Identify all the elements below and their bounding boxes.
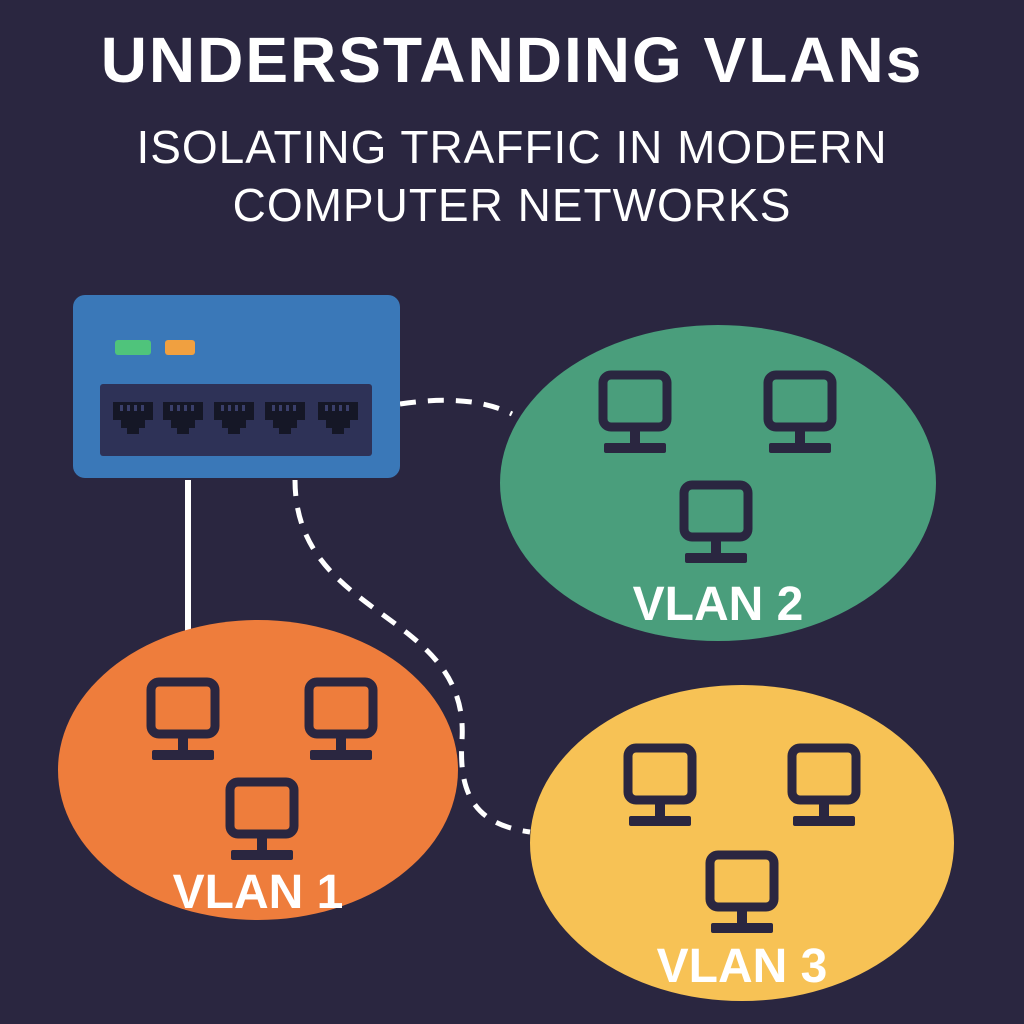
vlan-2-link bbox=[399, 397, 514, 417]
ethernet-port-icon bbox=[113, 402, 153, 434]
computer-icon bbox=[225, 777, 299, 860]
computer-icon bbox=[146, 677, 220, 760]
subtitle-line-2: COMPUTER NETWORKS bbox=[232, 179, 792, 231]
vlan-1-area bbox=[58, 620, 458, 920]
page-subtitle: ISOLATING TRAFFIC IN MODERN COMPUTER NET… bbox=[0, 118, 1024, 234]
switch-ports bbox=[113, 402, 358, 434]
computer-icon bbox=[679, 480, 753, 563]
page-title: UNDERSTANDING VLANs bbox=[100, 24, 924, 96]
network-links bbox=[185, 397, 531, 835]
vlan-3-label: VLAN 3 bbox=[657, 940, 828, 993]
ethernet-port-icon bbox=[214, 402, 254, 434]
computer-icon bbox=[705, 850, 779, 933]
vlan-3-group: VLAN 3 bbox=[530, 685, 954, 1001]
computer-icons bbox=[146, 370, 861, 933]
computer-icon bbox=[598, 370, 672, 453]
network-switch bbox=[73, 295, 400, 478]
vlan-3-link bbox=[292, 479, 531, 835]
computer-icon bbox=[763, 370, 837, 453]
computer-icon bbox=[623, 743, 697, 826]
computer-icon bbox=[304, 677, 378, 760]
vlan-2-label: VLAN 2 bbox=[633, 578, 804, 631]
vlan-1-group: VLAN 1 bbox=[58, 620, 458, 920]
vlan-1-label: VLAN 1 bbox=[173, 866, 344, 919]
ethernet-port-icon bbox=[318, 402, 358, 434]
ethernet-port-icon bbox=[163, 402, 203, 434]
switch-led-orange bbox=[165, 340, 195, 355]
switch-led-green bbox=[115, 340, 151, 355]
vlan-3-area bbox=[530, 685, 954, 1001]
computer-icon bbox=[787, 743, 861, 826]
ethernet-port-icon bbox=[265, 402, 305, 434]
subtitle-line-1: ISOLATING TRAFFIC IN MODERN bbox=[136, 121, 888, 173]
